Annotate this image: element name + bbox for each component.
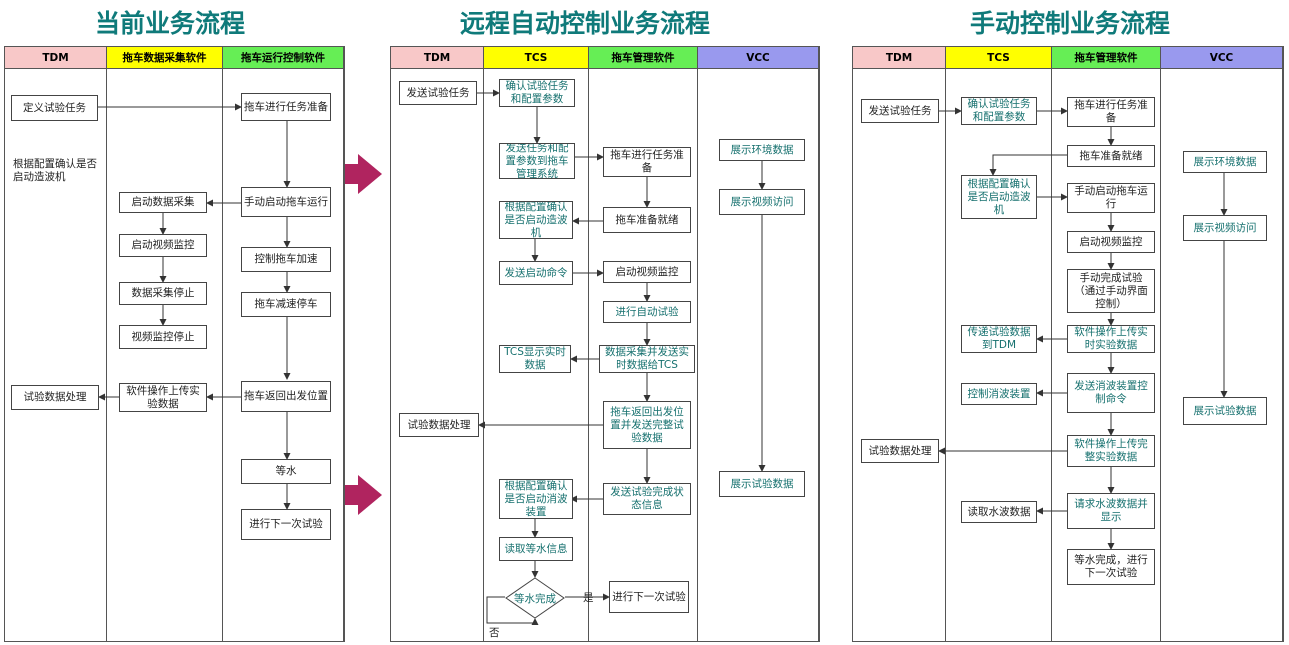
node-upload-complete: 软件操作上传完整实验数据 <box>1067 435 1155 467</box>
node-stop-collect: 数据采集停止 <box>119 282 207 305</box>
node-start-video: 启动视频监控 <box>1067 231 1155 253</box>
lane-header-vcc: VCC <box>698 47 818 69</box>
node-read-wait-info: 读取等水信息 <box>499 537 573 561</box>
node-confirm-task: 确认试验任务和配置参数 <box>499 79 575 107</box>
label-no: 否 <box>489 627 500 639</box>
node-wait-water: 等水 <box>241 459 331 484</box>
node-trailer-ready: 拖车准备就绪 <box>1067 145 1155 167</box>
node-confirm-wave-maker: 根据配置确认是否启动造波机 <box>961 175 1037 219</box>
node-decelerate: 拖车减速停车 <box>241 292 331 317</box>
lane-tdm: TDM <box>5 47 107 641</box>
decision-label: 等水完成 <box>505 577 565 619</box>
node-show-video: 展示视频访问 <box>719 189 805 215</box>
node-task-prepare: 拖车进行任务准备 <box>603 147 691 177</box>
lane-trailer-mgmt: 拖车管理软件 <box>1052 47 1161 641</box>
node-request-wave: 请求水波数据并显示 <box>1067 493 1155 529</box>
lane-header-vcc: VCC <box>1161 47 1282 69</box>
node-define-task: 定义试验任务 <box>11 95 98 121</box>
lane-header-tcs: TCS <box>946 47 1051 69</box>
node-send-task: 发送试验任务 <box>399 81 477 105</box>
node-task-prepare: 拖车进行任务准备 <box>1067 97 1155 127</box>
label-yes: 是 <box>583 592 594 604</box>
node-upload-data: 软件操作上传实验数据 <box>119 383 207 412</box>
panel-current-process: TDM 拖车数据采集软件 拖车运行控制软件 定义试验任务 根据配置确认是否启动造… <box>4 46 345 642</box>
node-send-status: 发送试验完成状态信息 <box>603 483 691 515</box>
node-show-env: 展示环境数据 <box>1183 151 1267 173</box>
lane-tdm: TDM <box>391 47 484 641</box>
node-stop-video: 视频监控停止 <box>119 325 207 349</box>
node-absorber-control: 控制消波装置 <box>961 383 1037 405</box>
node-return-send-data: 拖车返回出发位置并发送完整试验数据 <box>603 401 691 449</box>
lane-trailer-mgmt: 拖车管理软件 <box>589 47 698 641</box>
node-next-test: 进行下一次试验 <box>241 509 331 540</box>
lane-header-tdm: TDM <box>5 47 106 69</box>
node-auto-test: 进行自动试验 <box>603 301 691 323</box>
node-upload-realtime: 软件操作上传实时实验数据 <box>1067 325 1155 353</box>
node-start-video: 启动视频监控 <box>119 234 207 257</box>
node-manual-start: 手动启动拖车运行 <box>241 187 331 217</box>
lane-vcc: VCC <box>698 47 819 641</box>
node-confirm-absorber: 根据配置确认是否启动消波装置 <box>499 479 573 519</box>
node-manual-start: 手动启动拖车运行 <box>1067 183 1155 213</box>
lane-data-collect: 拖车数据采集软件 <box>107 47 223 641</box>
lane-header-data-collect: 拖车数据采集软件 <box>107 47 222 69</box>
big-arrow-bottom <box>334 475 382 515</box>
node-wait-next: 等水完成，进行下一次试验 <box>1067 549 1155 585</box>
node-send-task: 发送试验任务 <box>861 99 939 123</box>
node-data-process: 试验数据处理 <box>11 385 99 410</box>
node-return-start: 拖车返回出发位置 <box>241 381 331 412</box>
decision-wait-done <box>505 577 565 619</box>
lane-tdm: TDM <box>853 47 946 641</box>
node-show-test-data: 展示试验数据 <box>1183 397 1267 425</box>
node-start-collect: 启动数据采集 <box>119 192 207 213</box>
node-show-env: 展示环境数据 <box>719 139 805 161</box>
node-transfer-tdm: 传递试验数据到TDM <box>961 325 1037 353</box>
node-confirm-task: 确认试验任务和配置参数 <box>961 97 1037 125</box>
lane-header-trailer-mgmt: 拖车管理软件 <box>1052 47 1160 69</box>
title-manual-process: 手动控制业务流程 <box>969 9 1170 38</box>
node-send-start-cmd: 发送启动命令 <box>499 261 573 285</box>
title-current-process: 当前业务流程 <box>94 9 245 38</box>
node-show-video: 展示视频访问 <box>1183 215 1267 241</box>
node-confirm-wave-maker: 根据配置确认是否启动造波机 <box>13 158 97 183</box>
node-read-wave: 读取水波数据 <box>961 501 1037 523</box>
lane-vcc: VCC <box>1161 47 1283 641</box>
node-data-process: 试验数据处理 <box>861 439 939 463</box>
lane-header-trailer-mgmt: 拖车管理软件 <box>589 47 697 69</box>
node-send-absorber-cmd: 发送消波装置控制命令 <box>1067 373 1155 413</box>
node-task-prepare: 拖车进行任务准备 <box>241 93 331 121</box>
lane-header-tdm: TDM <box>391 47 483 69</box>
lane-header-drive-control: 拖车运行控制软件 <box>223 47 343 69</box>
node-start-video: 启动视频监控 <box>603 261 691 283</box>
node-next-test: 进行下一次试验 <box>609 581 689 613</box>
lane-tcs: TCS <box>484 47 589 641</box>
node-collect-send: 数据采集并发送实时数据给TCS <box>599 345 695 373</box>
node-show-test-data: 展示试验数据 <box>719 471 805 497</box>
lane-tcs: TCS <box>946 47 1052 641</box>
node-tcs-show-data: TCS显示实时数据 <box>499 345 571 373</box>
lane-header-tcs: TCS <box>484 47 588 69</box>
big-arrow-top <box>334 154 382 194</box>
node-confirm-wave-maker: 根据配置确认是否启动造波机 <box>499 201 573 239</box>
panel-manual-process: TDM TCS 拖车管理软件 VCC <box>852 46 1284 642</box>
panel-remote-process: TDM TCS 拖车管理软件 VCC <box>390 46 820 642</box>
lane-header-tdm: TDM <box>853 47 945 69</box>
lane-drive-control: 拖车运行控制软件 <box>223 47 344 641</box>
node-send-config: 发送任务和配置参数到拖车管理系统 <box>499 143 575 179</box>
node-data-process: 试验数据处理 <box>399 413 479 437</box>
node-trailer-ready: 拖车准备就绪 <box>603 207 691 233</box>
title-remote-process: 远程自动控制业务流程 <box>459 9 710 38</box>
node-accelerate: 控制拖车加速 <box>241 247 331 272</box>
node-manual-complete: 手动完成试验（通过手动界面控制） <box>1067 269 1155 313</box>
decision-text: 等水完成 <box>514 592 556 605</box>
